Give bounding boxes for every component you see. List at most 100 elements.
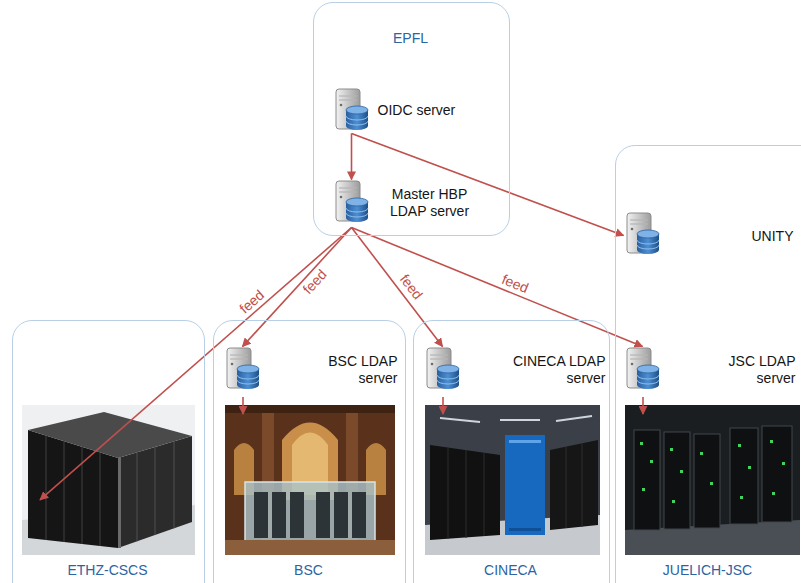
ibm-racks-photo-part-part bbox=[63, 441, 64, 542]
server-icon bbox=[224, 347, 262, 393]
site-label: BSC bbox=[294, 562, 323, 579]
feed-arrow bbox=[352, 228, 643, 347]
server-slot bbox=[630, 219, 648, 220]
chapel-datacenter-photo-part bbox=[254, 492, 366, 538]
chapel-datacenter-photo-part-part bbox=[316, 492, 330, 538]
jsc-supercomputer-photo-part-part bbox=[634, 430, 660, 530]
ibm-racks-photo-part-part bbox=[81, 447, 82, 544]
jsc-supercomputer-photo-part-part bbox=[738, 444, 741, 447]
cineca-datacenter-photo-part-part bbox=[484, 453, 485, 536]
cineca-datacenter-photo-part-part bbox=[556, 416, 592, 421]
ibm-racks-photo-part bbox=[46, 436, 100, 546]
edge-label: feed bbox=[497, 271, 532, 297]
jsc-supercomputer-photo-part-part bbox=[640, 442, 643, 445]
server-to-machine-arrows-part bbox=[442, 397, 444, 414]
site-region: CINECACINECA LDAP server bbox=[413, 320, 610, 583]
database-band bbox=[637, 240, 659, 244]
server-slot bbox=[230, 354, 248, 355]
jsc-supercomputer-photo-part-part bbox=[740, 496, 743, 499]
database-top bbox=[346, 106, 368, 114]
ibm-racks-photo-part-part bbox=[154, 447, 155, 535]
feed-arrow bbox=[352, 134, 624, 236]
ibm-racks-photo-part bbox=[28, 412, 192, 458]
database-band bbox=[637, 380, 659, 384]
jsc-supercomputer-photo-part-part bbox=[672, 500, 675, 503]
jsc-supercomputer-photo-part-part bbox=[642, 488, 645, 491]
site-label: EPFL bbox=[393, 30, 428, 47]
server-to-machine-arrows-part bbox=[642, 397, 644, 414]
jsc-supercomputer-photo-part-part bbox=[694, 434, 720, 528]
cineca-datacenter-photo-part bbox=[430, 445, 500, 540]
cineca-datacenter-photo-part bbox=[440, 416, 592, 422]
server-icon bbox=[333, 88, 371, 134]
chapel-datacenter-photo-part bbox=[225, 540, 395, 555]
site-region: EPFLOIDC serverMaster HBP LDAP server bbox=[313, 2, 510, 236]
chapel-datacenter-photo-part bbox=[346, 405, 358, 540]
database-band bbox=[237, 375, 259, 379]
cineca-datacenter-photo-part-part bbox=[448, 448, 449, 539]
jsc-supercomputer-photo-part-part bbox=[762, 426, 792, 522]
cineca-datacenter-photo-part-part bbox=[466, 450, 467, 538]
cineca-datacenter-photo-part-part bbox=[566, 447, 567, 528]
server-node: CINECA LDAP server bbox=[424, 347, 606, 395]
server-to-machine-arrows bbox=[243, 397, 643, 414]
server-icon bbox=[624, 347, 662, 393]
server-slot bbox=[630, 358, 648, 359]
database-top bbox=[637, 365, 659, 373]
server-led bbox=[339, 103, 342, 106]
jsc-supercomputer-photo-part-part bbox=[670, 448, 673, 451]
server-label: UNITY bbox=[694, 228, 794, 245]
cineca-datacenter-photo-part bbox=[509, 528, 541, 531]
jsc-supercomputer-photo-part-part bbox=[680, 470, 683, 473]
ibm-racks-photo-part bbox=[22, 505, 195, 555]
database-band bbox=[637, 375, 659, 379]
cineca-datacenter-photo-part bbox=[505, 435, 545, 535]
edge-label: feed bbox=[235, 286, 268, 318]
database-top bbox=[346, 198, 368, 206]
server-icon bbox=[624, 212, 662, 258]
cineca-datacenter-photo-part-part bbox=[500, 419, 540, 421]
database-band bbox=[346, 213, 368, 217]
cineca-datacenter-photo-part bbox=[425, 405, 600, 555]
database-top bbox=[237, 365, 259, 373]
jsc-supercomputer-photo-part-part bbox=[710, 482, 713, 485]
chapel-datacenter-photo-part-part bbox=[334, 492, 348, 538]
database-top bbox=[437, 365, 459, 373]
jsc-supercomputer-photo-part bbox=[625, 520, 800, 555]
server-node: Master HBP LDAP server bbox=[333, 180, 498, 228]
server-led bbox=[339, 195, 342, 198]
server-led bbox=[230, 362, 233, 365]
ibm-racks-photo-part-part bbox=[45, 436, 46, 540]
chapel-datacenter-photo-part bbox=[292, 433, 328, 496]
server-label: Master HBP LDAP server bbox=[375, 186, 485, 220]
server-to-machine-arrows-part bbox=[242, 397, 244, 414]
server-slot bbox=[339, 99, 357, 100]
chapel-datacenter-photo-part-part bbox=[352, 492, 366, 538]
ibm-racks-photo-part bbox=[118, 436, 192, 548]
edge-label: feed bbox=[395, 270, 426, 304]
chapel-datacenter-photo-part bbox=[245, 482, 375, 542]
server-icon bbox=[424, 347, 462, 393]
chapel-datacenter-photo-part-part bbox=[290, 492, 304, 538]
ibm-racks-photo-part bbox=[22, 405, 195, 555]
chapel-datacenter-photo-part-part bbox=[272, 492, 286, 538]
ibm-racks-photo-part bbox=[28, 430, 118, 548]
server-icon bbox=[333, 180, 371, 226]
database-band bbox=[437, 380, 459, 384]
server-slot bbox=[430, 354, 448, 355]
chapel-datacenter-photo-part bbox=[225, 405, 395, 413]
jsc-supercomputer-photo-part-part bbox=[770, 440, 773, 443]
site-label: JUELICH-JSC bbox=[663, 562, 752, 579]
chapel-datacenter-photo-part-part bbox=[254, 492, 268, 538]
jsc-supercomputer-photo-part-part bbox=[730, 428, 758, 524]
database-band bbox=[346, 208, 368, 212]
site-region: ETHZ-CSCS bbox=[12, 320, 205, 583]
server-node: BSC LDAP server bbox=[224, 347, 398, 395]
jsc-supercomputer-photo-part bbox=[634, 426, 792, 530]
site-region: BSC BSC LDAP server bbox=[213, 320, 406, 583]
database-band bbox=[437, 375, 459, 379]
server-led bbox=[630, 227, 633, 230]
jsc-supercomputer-photo-part-part bbox=[664, 432, 690, 529]
